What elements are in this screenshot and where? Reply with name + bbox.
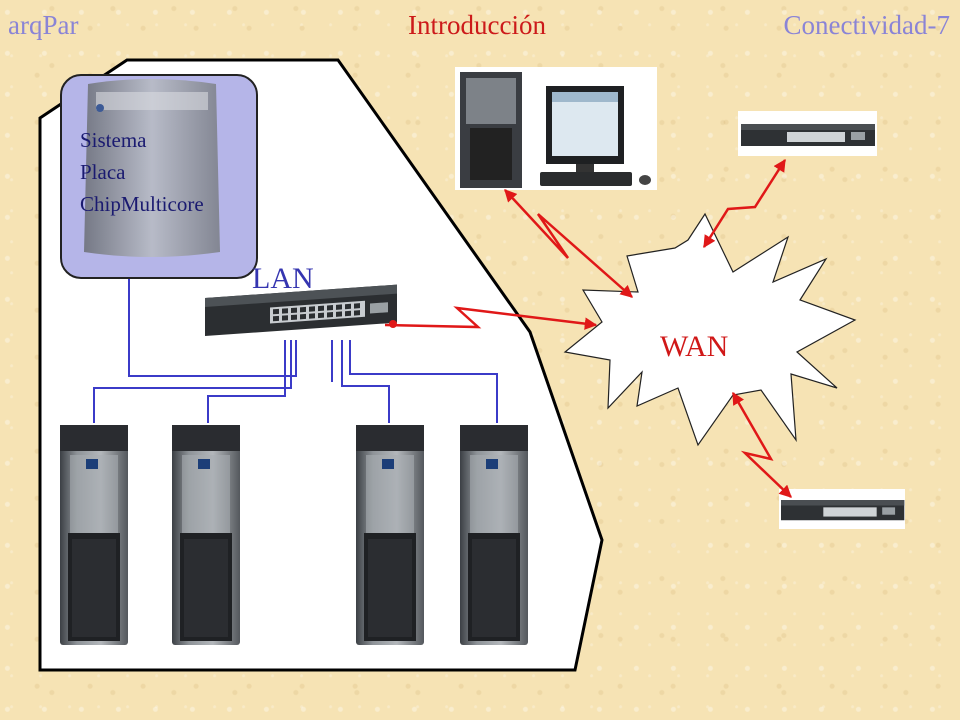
wan-cloud-icon [563,212,857,447]
remote-switch-top [738,111,877,156]
system-server-icon [84,79,220,257]
server-tower-icon [356,425,424,645]
server-tower-icon [460,425,528,645]
desktop-computer-icon [455,67,657,190]
header-section-title: Introducción [408,10,546,40]
lan-label: LAN [252,262,314,295]
bidirectional-arrow-icon [384,306,598,330]
system-box-line-board: Placa [80,160,126,184]
switch-uplink-port [389,320,397,328]
header-slide-id: Conectividad-7 [783,10,950,40]
system-box-line-chip: ChipMulticore [80,192,204,216]
bidirectional-arrow-icon [504,189,633,298]
header-course-name: arqPar [8,10,79,40]
server-tower-icon [172,425,240,645]
system-box-line-system: Sistema [80,128,147,152]
bidirectional-arrow-icon [702,158,787,249]
system-box [60,74,258,279]
wan-links [384,158,792,498]
server-tower-icon [60,425,128,645]
bidirectional-arrow-icon [731,391,792,498]
wan-label: WAN [660,330,729,363]
remote-switch-bottom [779,489,905,529]
lan-cabling [93,272,498,423]
lan-switch [205,284,397,336]
